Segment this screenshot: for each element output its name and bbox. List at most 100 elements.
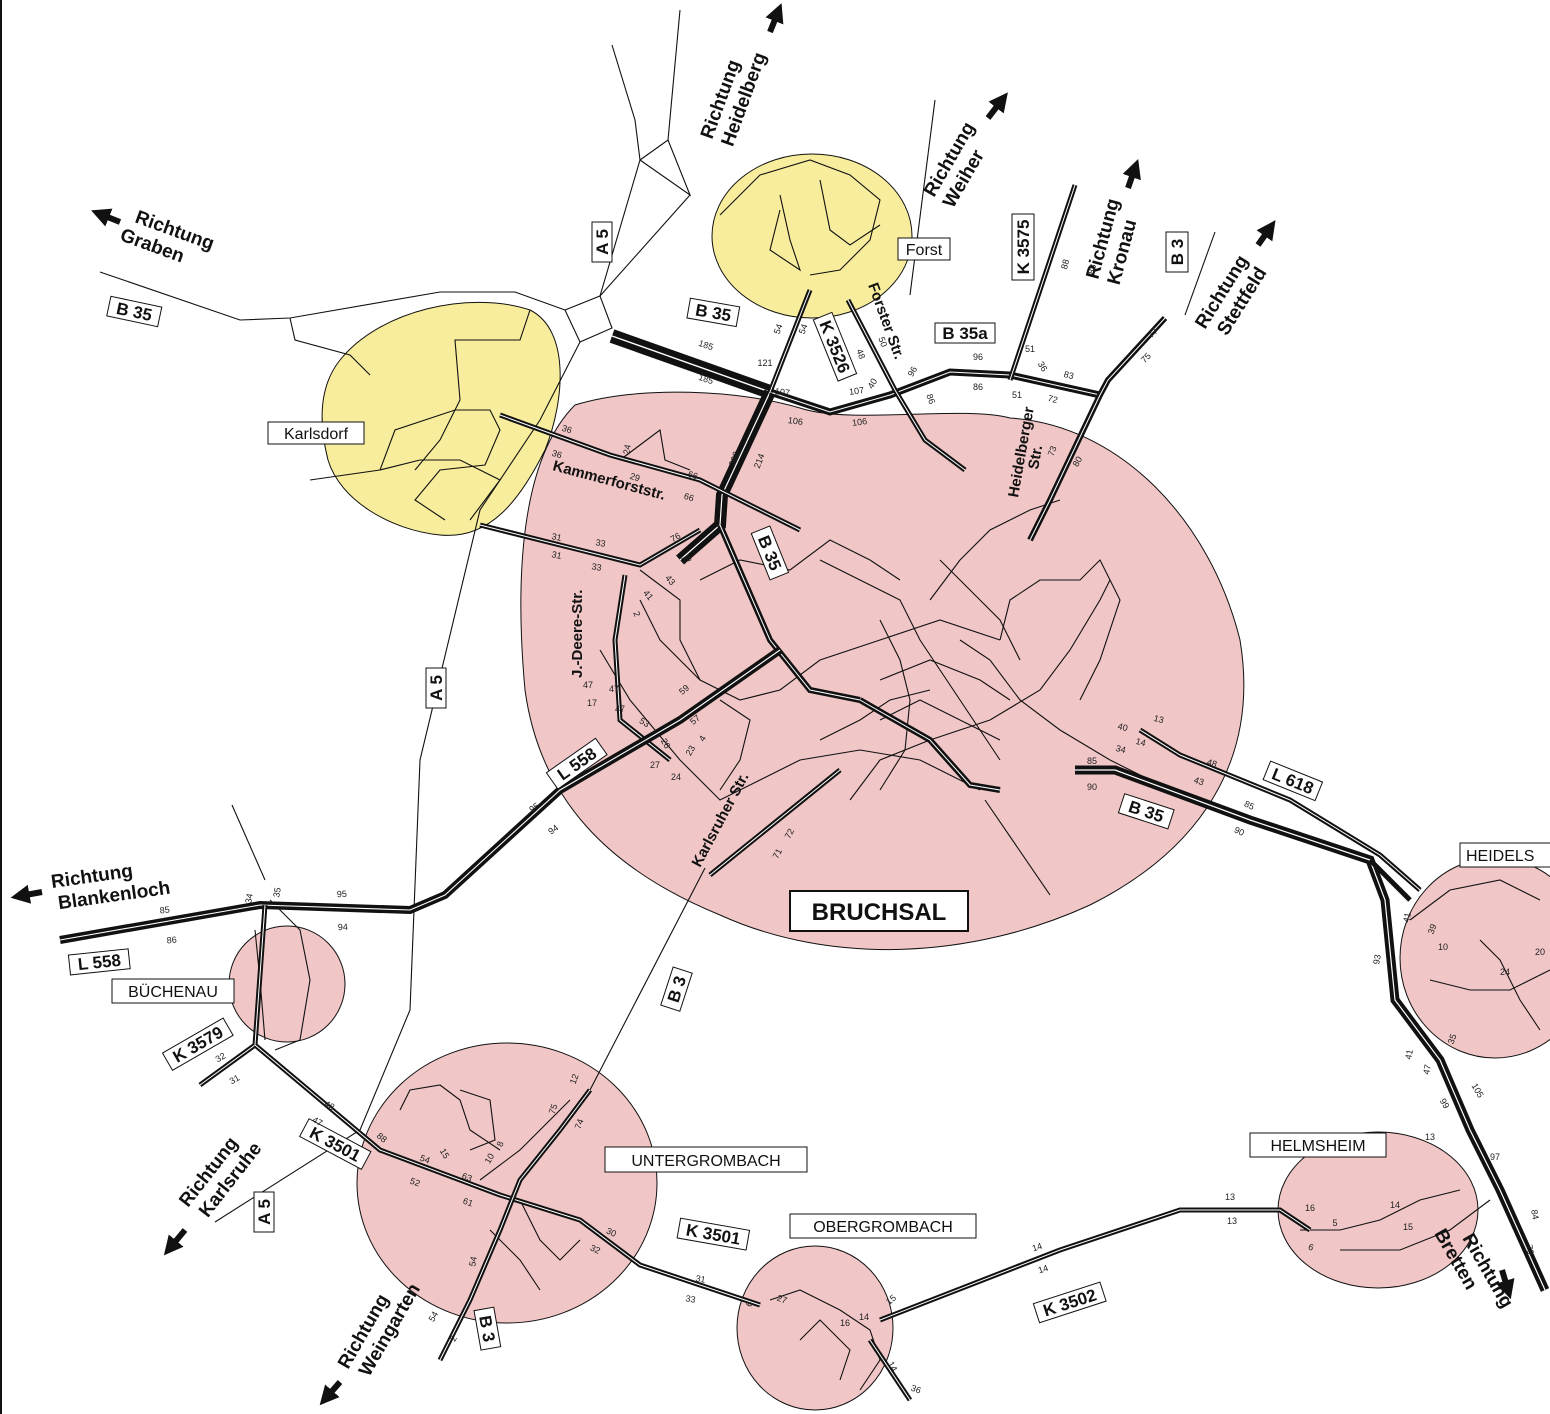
traffic-count-label: 85 [1243,799,1256,812]
traffic-count-label: 90 [1087,782,1097,792]
traffic-count-label: 13 [1153,713,1165,725]
traffic-count-label: 84 [1529,1209,1541,1221]
traffic-count-label: 54 [797,323,810,336]
traffic-count-label: 95 [337,889,348,900]
traffic-count-label: 31 [228,1073,242,1087]
traffic-count-label: 76 [669,531,683,545]
street-jdeere: J.-Deere-Str. [569,590,586,678]
traffic-count-label: 14 [1031,1241,1044,1254]
traffic-count-label: 35 [271,887,283,899]
road-k3526: K 3526 [812,311,858,382]
traffic-count-label: 185 [697,372,714,386]
traffic-count-label: 93 [1371,954,1383,966]
traffic-count-label: 95 [527,801,541,815]
traffic-count-label: 31 [695,1273,707,1285]
arrow-stettfeld [1255,220,1276,247]
dir-heidelberg: RichtungHeidelberg [697,42,771,149]
karlsdorf-box [267,421,365,445]
traffic-count-label: 90 [1233,825,1246,838]
traffic-count-label: 24 [671,772,681,782]
traffic-count-label: 31 [551,531,563,543]
traffic-count-label: 48 [323,1099,337,1113]
traffic-count-label: 61 [462,1196,475,1209]
svg-text:K 3526: K 3526 [815,318,853,376]
label-bruchsal: BRUCHSAL [812,899,947,926]
traffic-count-label: 13 [1227,1216,1237,1226]
traffic-count-label: 107 [774,386,790,398]
svg-text:B 3: B 3 [664,974,690,1005]
traffic-count-label: 14 [1037,1263,1050,1276]
dir-stettfeld: RichtungStettfeld [1191,252,1271,345]
traffic-count-label: 51 [1012,390,1022,400]
traffic-count-label: 36 [910,1383,923,1396]
traffic-count-label: 43 [663,573,677,587]
traffic-count-label: 54 [427,1310,441,1324]
traffic-count-label: 214 [752,452,767,470]
svg-text:B 3: B 3 [475,1314,498,1343]
traffic-count-label: 17 [587,698,597,708]
label-untergrombach: UNTERGROMBACH [631,1153,780,1170]
road-k3501-mid: K 3501 [676,1217,751,1251]
traffic-count-label: 10 [483,1152,497,1166]
obergrombach-area [736,1245,894,1411]
traffic-count-label: 41 [1401,912,1413,924]
traffic-count-label: 14 [1390,1200,1400,1210]
traffic-count-label: 35 [1446,1033,1459,1046]
arrow-bretten [1496,1269,1515,1300]
svg-text:L 558: L 558 [77,951,122,974]
traffic-count-label: 2 [631,610,642,618]
arrow-kronau [1122,158,1141,189]
label-forst: Forst [906,242,943,259]
svg-text:B 35: B 35 [115,299,154,325]
traffic-count-label: 29 [629,471,642,484]
traffic-count-label: 32 [214,1051,228,1065]
traffic-count-label: 43 [1193,775,1206,788]
traffic-count-label: 12 [568,1073,581,1086]
svg-text:A 5: A 5 [593,229,612,255]
traffic-count-label: 88 [1086,263,1098,275]
traffic-count-label: 5 [1332,1218,1337,1228]
arrow-weiher [985,92,1008,120]
traffic-count-label: 41 [641,588,655,602]
street-forster: Forster Str. [864,281,907,362]
traffic-count-label: 88 [1059,258,1071,270]
traffic-count-label: 185 [697,338,714,352]
traffic-count-label: 75 [547,1103,560,1116]
road-k3579: K 3579 [161,1017,234,1072]
traffic-count-label: 24 [621,444,633,456]
main-roads [59,184,1550,1402]
traffic-count-label: 47 [311,1115,325,1129]
traffic-count-label: 15 [884,1293,898,1307]
forst-box [897,237,951,261]
road-b35-west: B 35 [106,295,163,328]
buechenau-area [228,925,346,1043]
traffic-count-label: 50 [876,336,889,349]
traffic-count-label: 34 [243,893,255,905]
traffic-count-label: 97 [1490,1152,1500,1162]
traffic-count-label: 26 [659,737,673,751]
traffic-count-label: 6 [744,1300,755,1308]
traffic-count-label: 47 [609,684,619,694]
traffic-count-label: 72 [1047,393,1059,405]
arrow-blankenloch [10,884,43,904]
road-k3575: K 3575 [1011,213,1035,281]
road-b35-north: B 35 [686,297,741,328]
traffic-count-label: 16 [1305,1203,1315,1213]
traffic-count-label: 85 [159,905,170,916]
arrow-karlsruhe [163,1228,188,1256]
traffic-count-label: 86 [166,935,177,946]
road-a5-mid: A 5 [425,667,447,709]
arrow-graben [91,208,122,227]
traffic-count-label: 2 [448,1334,459,1343]
traffic-count-label: 54 [772,323,785,336]
forst-area [711,153,913,319]
dir-karlsruhe: RichtungKarlsruhe [175,1125,266,1225]
traffic-count-label: 71 [771,847,785,861]
traffic-count-label: 15 [1403,1222,1413,1232]
traffic-count-label: 59 [677,683,691,697]
traffic-count-label: 14 [859,1312,869,1322]
traffic-count-label: 106 [787,415,803,427]
traffic-count-label: 52 [409,1176,422,1189]
label-obergrombach: OBERGROMBACH [813,1219,953,1236]
